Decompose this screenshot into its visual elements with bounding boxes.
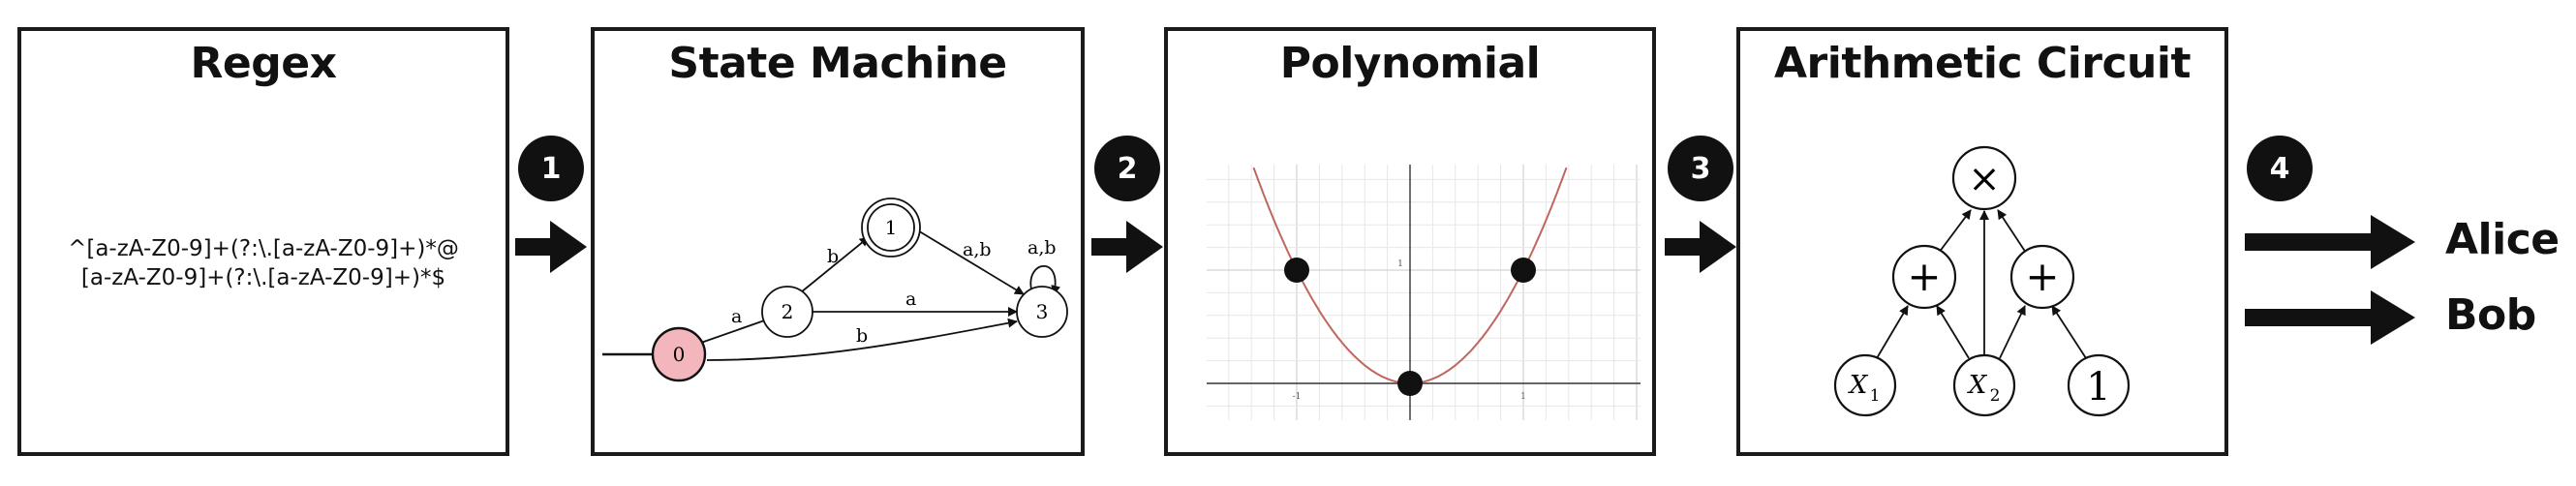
- state-0: 0: [651, 326, 707, 382]
- state-machine-title: State Machine: [668, 39, 1007, 88]
- edge-0-3: [706, 318, 1018, 361]
- arithmetic-circuit-diagram: × + + X 1 X 2 1: [1833, 145, 2131, 417]
- step-badge-3: 3: [1668, 136, 1733, 201]
- step-arrow-3: [1665, 221, 1736, 273]
- arithmetic-circuit-panel: Arithmetic Circuit × + + X: [1736, 27, 2228, 456]
- step-badge-4: 4: [2247, 136, 2313, 201]
- edge-label-0-2: a: [731, 306, 742, 327]
- x1-subscript: 1: [1870, 386, 1881, 406]
- x-tick-label-neg1: -1: [1293, 392, 1302, 402]
- constant-one: 1: [2086, 365, 2110, 410]
- polynomial-plot: -1 1 1: [1207, 165, 1641, 420]
- regex-title: Regex: [190, 39, 337, 88]
- state-1: 1: [861, 197, 921, 258]
- y-tick-label-1: 1: [1397, 259, 1403, 269]
- edge-label-0-3: b: [856, 325, 868, 347]
- constant-node-one: 1: [2067, 353, 2131, 417]
- edge-label-2-3: a: [905, 289, 916, 310]
- edge-x1-add-left: [1876, 305, 1909, 359]
- add-node-left: +: [1891, 244, 1957, 310]
- edge-one-add-right: [2051, 305, 2087, 359]
- edge-1-3: [915, 228, 1025, 295]
- arithmetic-circuit-title: Arithmetic Circuit: [1774, 39, 2192, 88]
- edge-2-1: [800, 236, 870, 293]
- state-0-label: 0: [673, 343, 686, 366]
- regex-pattern: ^[a-zA-Z0-9]+(?:\.[a-zA-Z0-9]+)*@[a-zA-Z…: [68, 236, 459, 290]
- state-machine-diagram: a b a a,b b a,b 0 2 1 3: [602, 197, 1068, 382]
- polynomial-title: Polynomial: [1279, 39, 1541, 88]
- add-node-right: +: [2009, 244, 2075, 310]
- arrow-to-bob: [2245, 290, 2415, 345]
- polynomial-point-2: [1511, 258, 1536, 283]
- step-arrow-2: [1091, 221, 1163, 273]
- add-left-symbol: +: [1907, 253, 1941, 300]
- polynomial-point-1: [1397, 371, 1423, 396]
- edge-3-3: [1029, 265, 1061, 295]
- polynomial-point-0: [1284, 258, 1309, 283]
- x-tick-label-1: 1: [1520, 392, 1526, 402]
- x1-base: X: [1848, 371, 1869, 400]
- arrow-to-alice: [2245, 215, 2415, 269]
- edge-label-3-3: a,b: [1027, 237, 1057, 258]
- edge-x2-add-left: [1936, 305, 1970, 359]
- state-3-label: 3: [1036, 300, 1049, 323]
- multiply-node: ×: [1951, 145, 2017, 211]
- step-badge-2: 2: [1094, 136, 1160, 201]
- edge-x2-add-right: [1999, 305, 2026, 359]
- input-node-x1: X 1: [1833, 353, 1897, 417]
- step-arrow-1: [515, 221, 587, 273]
- regex-panel: Regex ^[a-zA-Z0-9]+(?:\.[a-zA-Z0-9]+)*@[…: [17, 27, 509, 456]
- recipient-alice: Alice: [2445, 215, 2560, 264]
- recipient-bob: Bob: [2445, 290, 2536, 340]
- state-2: 2: [761, 286, 813, 338]
- state-3: 3: [1016, 286, 1068, 338]
- edge-label-2-1: b: [827, 246, 839, 267]
- plot-grid: [1207, 165, 1641, 420]
- add-right-symbol: +: [2025, 253, 2059, 300]
- multiply-symbol: ×: [1968, 157, 2001, 201]
- x2-base: X: [1967, 371, 1988, 400]
- x2-subscript: 2: [1990, 386, 2001, 406]
- edge-add-right-mul: [1997, 209, 2027, 254]
- input-node-x2: X 2: [1952, 353, 2016, 417]
- state-2-label: 2: [782, 300, 794, 323]
- state-1-label: 1: [885, 216, 898, 239]
- edge-0-2: [697, 316, 774, 345]
- edge-label-1-3: a,b: [963, 239, 992, 260]
- state-machine-panel: State Machine a b a a,b b a,b 0 2: [591, 27, 1085, 456]
- edge-add-left-mul: [1938, 209, 1972, 254]
- step-badge-1: 1: [518, 136, 584, 201]
- polynomial-panel: Polynomial -1 1 1: [1164, 27, 1656, 456]
